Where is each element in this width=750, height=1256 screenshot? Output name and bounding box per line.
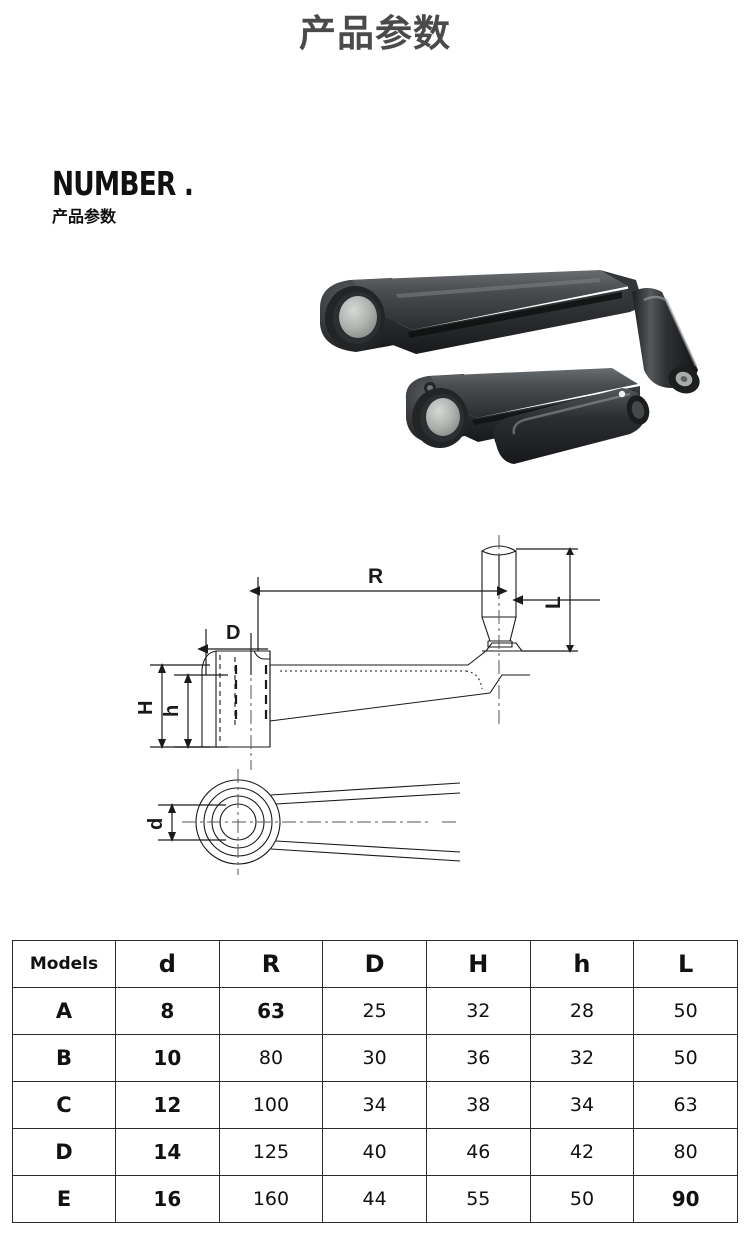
cell-h: 42: [529, 1128, 635, 1176]
dimension-label-R: R: [368, 565, 383, 588]
cell-d: 14: [115, 1128, 220, 1176]
column-header-h: h: [529, 940, 635, 988]
cell-D: 34: [322, 1081, 427, 1129]
column-header-L: L: [633, 940, 738, 988]
cell-h: 32: [529, 1034, 635, 1082]
table-row: D 14 125 40 46 42 80: [12, 1128, 738, 1176]
product-photo: [300, 248, 750, 503]
cell-model: A: [12, 987, 116, 1035]
cell-H: 55: [425, 1175, 531, 1223]
table-row: A 8 63 25 32 28 50: [12, 987, 738, 1035]
cell-H: 38: [425, 1081, 531, 1129]
spec-table-container: Models d R D H h L A 8 63 25 32 28 50 B …: [12, 940, 738, 1223]
column-header-d: d: [115, 940, 220, 988]
cell-D: 30: [322, 1034, 427, 1082]
cell-h: 28: [529, 987, 635, 1035]
cell-L: 63: [633, 1081, 738, 1129]
table-row: B 10 80 30 36 32 50: [12, 1034, 738, 1082]
dimension-label-L: L: [542, 596, 565, 609]
cell-H: 36: [425, 1034, 531, 1082]
cell-d: 10: [115, 1034, 220, 1082]
cell-D: 40: [322, 1128, 427, 1176]
cell-d: 16: [115, 1175, 220, 1223]
dimension-label-H: H: [135, 701, 157, 715]
table-row: C 12 100 34 38 34 63: [12, 1081, 738, 1129]
cell-L: 50: [633, 1034, 738, 1082]
cell-L: 90: [633, 1175, 738, 1223]
column-header-H: H: [425, 940, 531, 988]
cell-model: E: [12, 1175, 116, 1223]
column-header-R: R: [218, 940, 324, 988]
cell-D: 25: [322, 987, 427, 1035]
table-header-row: Models d R D H h L: [12, 940, 738, 988]
cell-d: 8: [115, 987, 220, 1035]
cell-model: C: [12, 1081, 116, 1129]
dimension-label-h: h: [161, 705, 183, 717]
cell-R: 63: [218, 987, 324, 1035]
section-heading-chinese: 产品参数: [52, 209, 117, 227]
column-header-models: Models: [12, 940, 116, 988]
crank-handle-upright: [320, 270, 700, 394]
spec-table: Models d R D H h L A 8 63 25 32 28 50 B …: [12, 940, 738, 1223]
section-heading-english: NUMBER .: [52, 164, 194, 203]
cell-d: 12: [115, 1081, 220, 1129]
technical-drawing: R D L H: [130, 525, 600, 885]
cell-h: 34: [529, 1081, 635, 1129]
table-row: E 16 160 44 55 50 90: [12, 1175, 738, 1223]
dimension-label-d: d: [145, 818, 167, 830]
cell-R: 80: [218, 1034, 324, 1082]
cell-R: 125: [218, 1128, 324, 1176]
page-title: 产品参数: [299, 13, 451, 54]
crank-handle-folded: [405, 368, 650, 464]
cell-R: 100: [218, 1081, 324, 1129]
cell-model: D: [12, 1128, 116, 1176]
cell-D: 44: [322, 1175, 427, 1223]
cell-model: B: [12, 1034, 116, 1082]
dimension-label-D: D: [226, 622, 240, 644]
cell-H: 46: [425, 1128, 531, 1176]
section-heading: NUMBER . 产品参数: [52, 164, 228, 227]
cell-L: 80: [633, 1128, 738, 1176]
cell-H: 32: [425, 987, 531, 1035]
cell-h: 50: [529, 1175, 635, 1223]
column-header-D: D: [322, 940, 427, 988]
cell-R: 160: [218, 1175, 324, 1223]
cell-L: 50: [633, 987, 738, 1035]
